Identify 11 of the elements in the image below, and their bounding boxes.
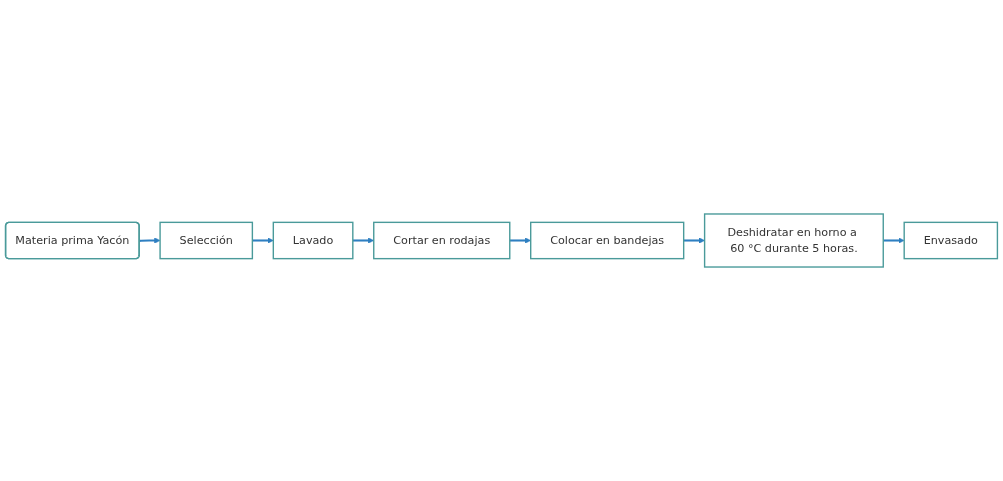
node-box: Envasado [903, 221, 999, 260]
node-box: Selección [159, 221, 254, 260]
node-box: Deshidratar en horno a 60 °C durante 5 horas. [703, 213, 884, 268]
arrow [683, 237, 705, 244]
arrow [883, 237, 905, 244]
arrow [139, 237, 161, 244]
node-box: Cortar en rodajas [373, 221, 511, 260]
arrow [252, 237, 274, 244]
node-box: Colocar en bandejas [530, 221, 685, 260]
arrow [509, 237, 531, 244]
node-box: Lavado [272, 221, 354, 260]
